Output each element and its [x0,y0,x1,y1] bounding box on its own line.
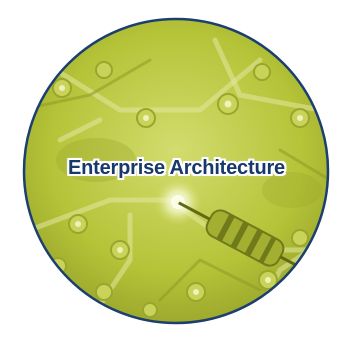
title-label: Enterprise Architecture [68,157,285,179]
